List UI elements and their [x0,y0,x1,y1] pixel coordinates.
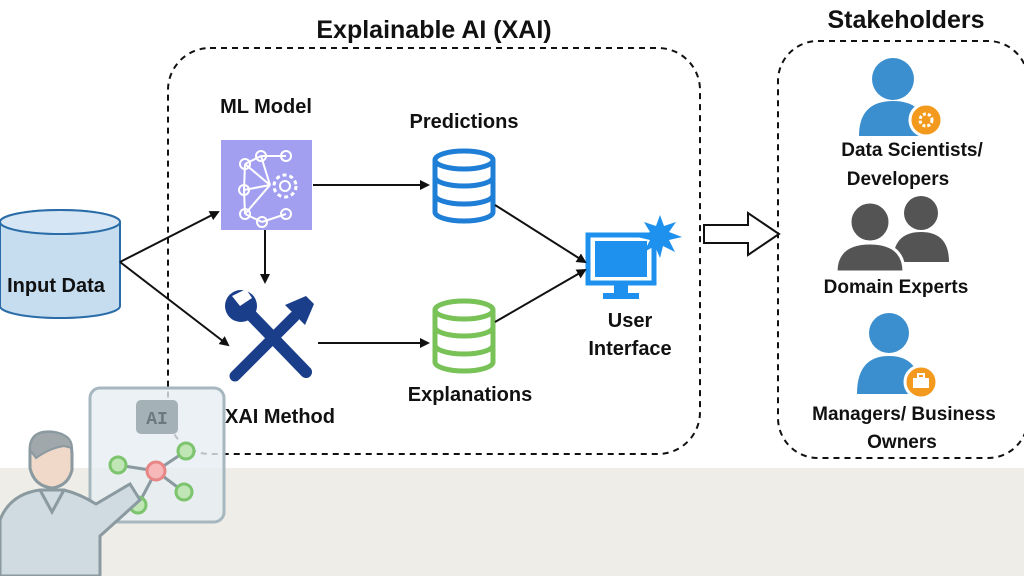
stakeholder-domain-experts: Domain Experts [824,277,969,298]
stakeholder-data-scientists-line1: Data Scientists/ [841,140,983,161]
wrench-screwdriver-icon [225,289,314,382]
data-scientist-icon [859,58,944,138]
predictions-label: Predictions [410,111,519,133]
manager-icon [857,313,939,400]
stakeholders-container [777,40,1024,459]
user-interface-label-line2: Interface [588,338,671,360]
predictions-db-icon [432,148,496,224]
arrow-input-to-method [119,261,230,347]
stakeholder-managers-line2: Owners [867,432,937,453]
stakeholder-data-scientists-line2: Developers [847,169,949,190]
xai-container [167,47,701,455]
arrow-explanations-to-ui [494,268,587,323]
input-data-icon [0,209,121,319]
stakeholder-managers-line1: Managers/ Business [812,404,996,425]
flow-arrows [119,180,587,348]
explanations-label: Explanations [408,384,532,406]
arrow-input-to-model [119,211,220,263]
stakeholders-title: Stakeholders [827,6,984,34]
to-stakeholders-arrow [703,211,781,257]
diagram-title: Explainable AI (XAI) [316,16,551,44]
ml-model-label: ML Model [220,96,312,118]
user-interface-label-line1: User [608,310,653,332]
arrow-predictions-to-ui [494,204,587,264]
presenter-board-icon: AI [0,386,226,576]
xai-method-label: XAI Method [225,406,335,428]
board-ai-text: AI [146,410,168,430]
ml-model-icon [221,140,312,230]
people-group-icon [834,196,949,274]
monitor-icon [585,215,682,299]
input-data-label: Input Data [7,275,106,297]
explanations-db-icon [432,298,496,374]
